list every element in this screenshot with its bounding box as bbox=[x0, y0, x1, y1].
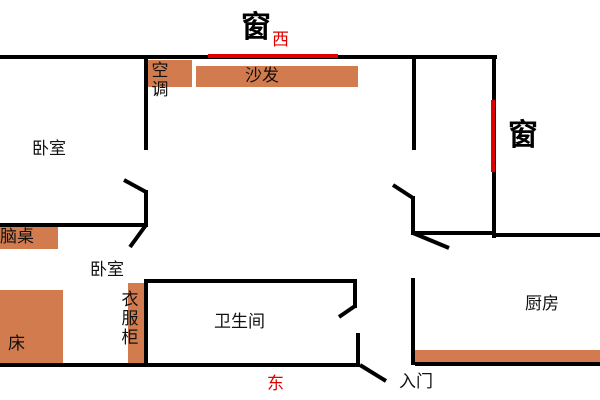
west-direction-label: 西 bbox=[272, 30, 289, 50]
room-label-bedroom-upper: 卧室 bbox=[32, 139, 66, 159]
computer-desk-block bbox=[0, 227, 58, 249]
entrance-label: 入门 bbox=[399, 372, 433, 392]
upper-bedroom-door[interactable] bbox=[123, 178, 147, 194]
air-conditioner-block bbox=[147, 60, 192, 87]
kitchen-counter-block bbox=[414, 350, 600, 362]
kitchen-door[interactable] bbox=[412, 231, 450, 250]
computer-desk-label: 脑桌 bbox=[0, 227, 34, 247]
bed-block bbox=[0, 290, 63, 364]
top-window-label: 窗 bbox=[241, 10, 271, 45]
sofa-label: 沙发 bbox=[245, 66, 279, 86]
air-conditioner-label: 空 调 bbox=[151, 61, 169, 100]
sofa-block bbox=[196, 66, 358, 87]
lower-bedroom-door[interactable] bbox=[128, 223, 148, 249]
bathroom-door[interactable] bbox=[337, 304, 357, 319]
east-direction-label: 东 bbox=[267, 374, 284, 394]
entrance-door[interactable] bbox=[358, 363, 388, 383]
room-label-bedroom-lower: 卧室 bbox=[90, 260, 124, 280]
wardrobe-label: 衣 服 柜 bbox=[121, 290, 139, 348]
bed-label: 床 bbox=[8, 334, 25, 354]
room-label-bathroom: 卫生间 bbox=[214, 312, 265, 332]
right-window-label: 窗 bbox=[508, 118, 538, 153]
wardrobe-block bbox=[128, 283, 145, 367]
living-door-upper[interactable] bbox=[391, 183, 415, 200]
room-label-kitchen: 厨房 bbox=[525, 294, 559, 314]
